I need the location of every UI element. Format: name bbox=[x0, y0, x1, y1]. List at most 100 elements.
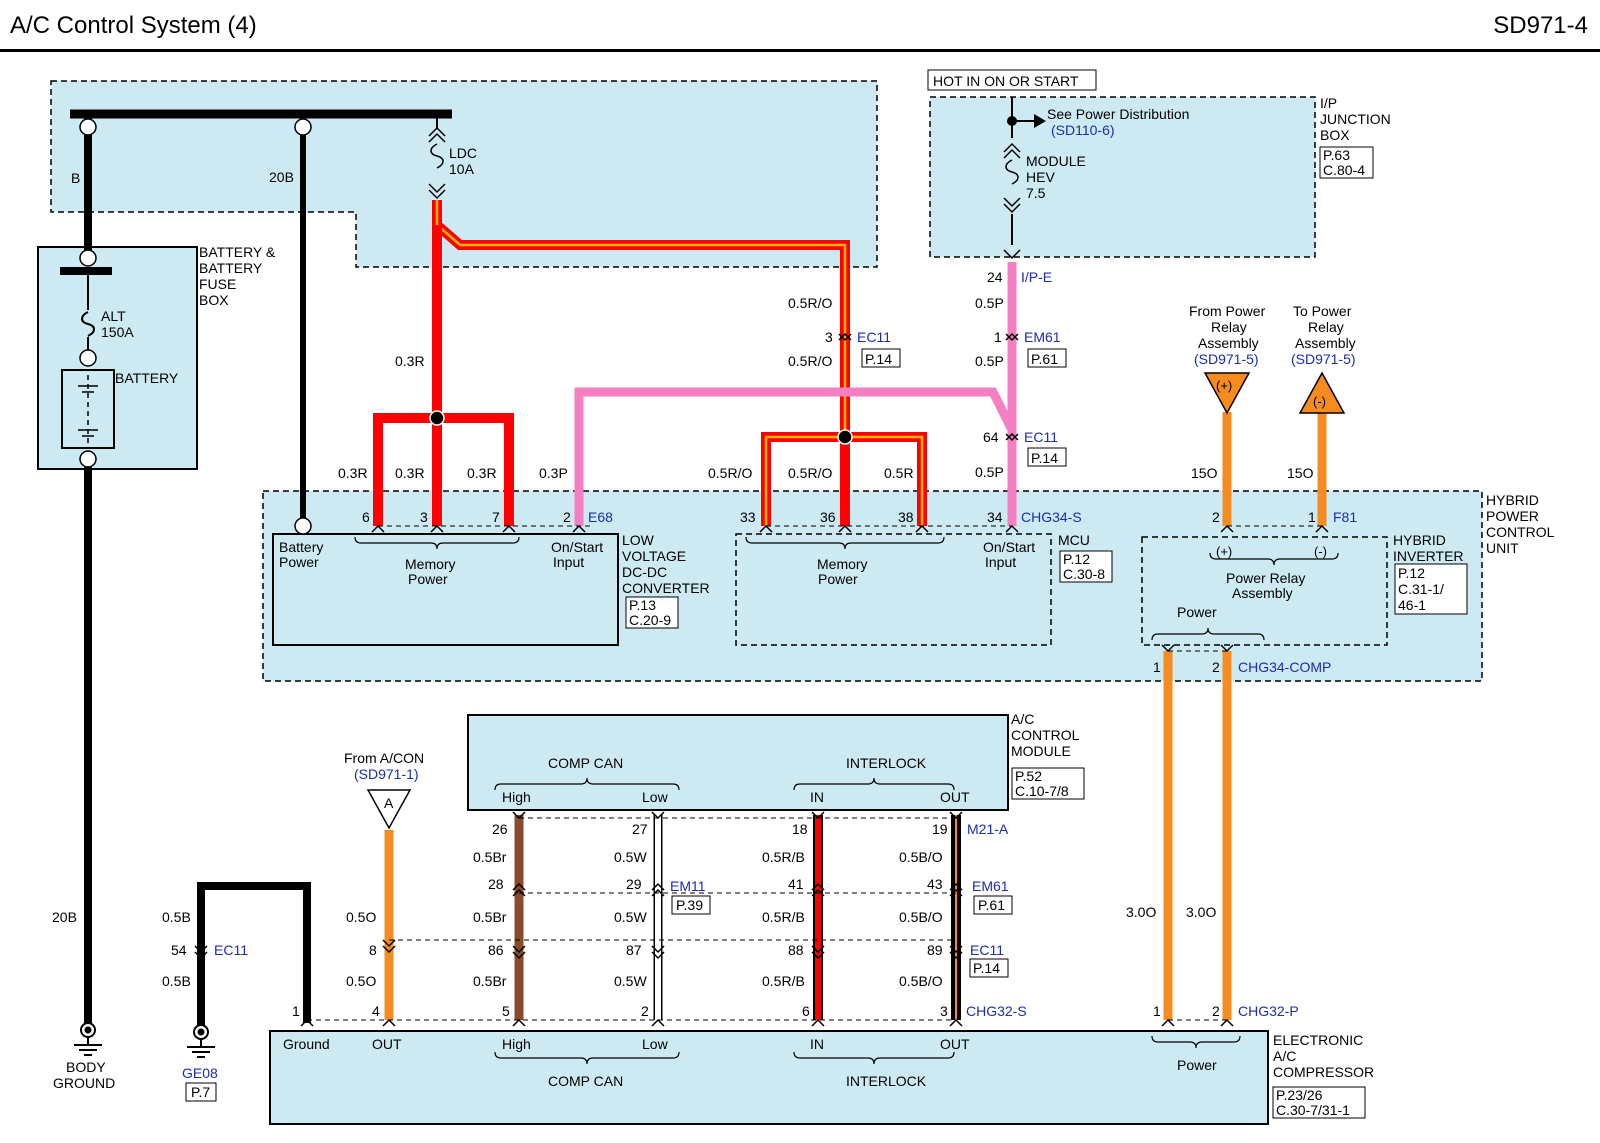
ac-control-module-box bbox=[467, 714, 1009, 811]
conn-f81[interactable]: F81 bbox=[1333, 509, 1357, 525]
wire-0-5r-b-a: 0.5R/B bbox=[762, 849, 805, 865]
pin-2-f81: 2 bbox=[1212, 509, 1220, 525]
wire-0-5w-c: 0.5W bbox=[614, 973, 647, 989]
page-p14-red[interactable]: P.14 bbox=[865, 351, 892, 367]
conn-em61-top[interactable]: EM61 bbox=[1024, 329, 1061, 345]
wire-b-label: B bbox=[71, 170, 80, 186]
page-p14-pink[interactable]: P.14 bbox=[1031, 450, 1058, 466]
group-brackets bbox=[354, 536, 1339, 1065]
comp-comp-can: COMP CAN bbox=[548, 1073, 623, 1089]
page-p39[interactable]: P.39 bbox=[676, 897, 703, 913]
page-ref-boxes bbox=[185, 69, 1468, 1119]
red-wires bbox=[373, 200, 927, 526]
pin-2-can: 2 bbox=[641, 1003, 649, 1019]
conn-em11[interactable]: EM11 bbox=[670, 878, 706, 894]
pin-64: 64 bbox=[983, 429, 999, 445]
pin-26: 26 bbox=[492, 821, 508, 837]
comp-ground: Ground bbox=[283, 1036, 330, 1052]
battery-symbol bbox=[61, 311, 115, 449]
pin-41: 41 bbox=[788, 876, 804, 892]
hot-label: HOT IN ON OR START bbox=[933, 73, 1079, 89]
ldc-label-2: VOLTAGE bbox=[622, 548, 686, 564]
wire-0-5b-o-c: 0.5B/O bbox=[899, 973, 943, 989]
conn-ec11-can[interactable]: EC11 bbox=[970, 942, 1004, 958]
ac-page-2: C.10-7/8 bbox=[1015, 783, 1069, 799]
alt-fuse-label-1: ALT bbox=[101, 308, 126, 324]
wire-0-5r-o-d: 0.5R/O bbox=[788, 465, 832, 481]
pin-1-comp: 1 bbox=[1153, 659, 1161, 675]
relay-plus-triangle bbox=[1203, 372, 1251, 415]
inverter-page-3: 46-1 bbox=[1398, 597, 1426, 613]
mcu-memory-power-2: Power bbox=[818, 571, 858, 587]
ldc-fuse-symbol bbox=[428, 126, 446, 200]
conn-ec11-red[interactable]: EC11 bbox=[857, 329, 891, 345]
ip-junction-box bbox=[929, 96, 1316, 258]
wire-0-3r-3: 0.3R bbox=[467, 465, 497, 481]
relay-minus-sign: (-) bbox=[1313, 394, 1326, 409]
ac-in: IN bbox=[810, 789, 824, 805]
pin-4: 4 bbox=[372, 1003, 380, 1019]
ip-fuse-label-2: HEV bbox=[1026, 169, 1055, 185]
ldc-page-2: C.20-9 bbox=[629, 612, 671, 628]
comp-in: IN bbox=[810, 1036, 824, 1052]
ac-high: High bbox=[502, 789, 531, 805]
from-acon-ref[interactable]: (SD971-1) bbox=[354, 766, 419, 782]
see-power-ref[interactable]: (SD110-6) bbox=[1051, 122, 1115, 138]
wire-0-5br-c: 0.5Br bbox=[473, 973, 507, 989]
comp-interlock: INTERLOCK bbox=[846, 1073, 927, 1089]
pin-3-ec11: 3 bbox=[825, 329, 833, 345]
page-p14-can[interactable]: P.14 bbox=[973, 960, 1000, 976]
page-p61-top[interactable]: P.61 bbox=[1031, 351, 1058, 367]
pin-1-gnd: 1 bbox=[292, 1003, 300, 1019]
inverter-power: Power bbox=[1177, 604, 1217, 620]
ip-box-page-2: C.80-4 bbox=[1323, 162, 1365, 178]
relay-from-ref[interactable]: (SD971-5) bbox=[1194, 351, 1259, 367]
wire-0-5w-a: 0.5W bbox=[614, 849, 647, 865]
conn-chg32p[interactable]: CHG32-P bbox=[1238, 1003, 1299, 1019]
wire-0-5p-a: 0.5P bbox=[975, 295, 1004, 311]
ip-box-label-2: JUNCTION bbox=[1320, 111, 1391, 127]
battery-box-label-2: BATTERY bbox=[199, 260, 263, 276]
ldc-memory-power-1: Memory bbox=[405, 556, 456, 572]
conn-chg32s[interactable]: CHG32-S bbox=[966, 1003, 1027, 1019]
pin-29: 29 bbox=[626, 876, 642, 892]
comp-label-1: ELECTRONIC bbox=[1273, 1032, 1363, 1048]
relay-to-1: To Power bbox=[1293, 303, 1352, 319]
conn-ip-e[interactable]: I/P-E bbox=[1021, 269, 1052, 285]
mcu-on-start-2: Input bbox=[985, 554, 1016, 570]
conn-chg34s[interactable]: CHG34-S bbox=[1021, 509, 1082, 525]
conn-e68[interactable]: E68 bbox=[588, 509, 613, 525]
pin-24: 24 bbox=[987, 269, 1003, 285]
page-p61-can[interactable]: P.61 bbox=[978, 897, 1005, 913]
pin-86: 86 bbox=[488, 942, 504, 958]
wire-0-5o-a: 0.5O bbox=[346, 909, 376, 925]
conn-em61-can[interactable]: EM61 bbox=[972, 878, 1009, 894]
wire-0-5p-c: 0.5P bbox=[975, 464, 1004, 480]
relay-to-ref[interactable]: (SD971-5) bbox=[1291, 351, 1356, 367]
connector-marks bbox=[194, 332, 1329, 1027]
relay-plus-sign: (+) bbox=[1216, 378, 1232, 393]
ac-out: OUT bbox=[940, 789, 970, 805]
pink-wires bbox=[574, 262, 1017, 526]
ac-comp-can: COMP CAN bbox=[548, 755, 623, 771]
comp-page-1: P.23/26 bbox=[1276, 1087, 1323, 1103]
inverter-page-2: C.31-1/ bbox=[1398, 581, 1444, 597]
body-ground-symbol bbox=[74, 1022, 102, 1056]
conn-ec11-pink[interactable]: EC11 bbox=[1024, 429, 1058, 445]
inverter-minus: (-) bbox=[1314, 544, 1327, 559]
hpcu-label-2: POWER bbox=[1486, 508, 1539, 524]
wire-0-5br-a: 0.5Br bbox=[473, 849, 507, 865]
pin-8: 8 bbox=[369, 942, 377, 958]
conn-m21a[interactable]: M21-A bbox=[967, 821, 1009, 837]
comp-power: Power bbox=[1177, 1057, 1217, 1073]
conn-chg34comp[interactable]: CHG34-COMP bbox=[1238, 659, 1331, 675]
can-wires bbox=[514, 815, 961, 1020]
pin-28: 28 bbox=[488, 876, 504, 892]
page-p7[interactable]: P.7 bbox=[191, 1084, 210, 1100]
pin-87: 87 bbox=[626, 942, 642, 958]
mcu-on-start-1: On/Start bbox=[983, 539, 1035, 555]
conn-ec11-gnd[interactable]: EC11 bbox=[214, 942, 248, 958]
wire-3-0o-a: 3.0O bbox=[1126, 904, 1156, 920]
ge08-label[interactable]: GE08 bbox=[182, 1065, 218, 1081]
body-ground-label-2: GROUND bbox=[53, 1075, 115, 1091]
